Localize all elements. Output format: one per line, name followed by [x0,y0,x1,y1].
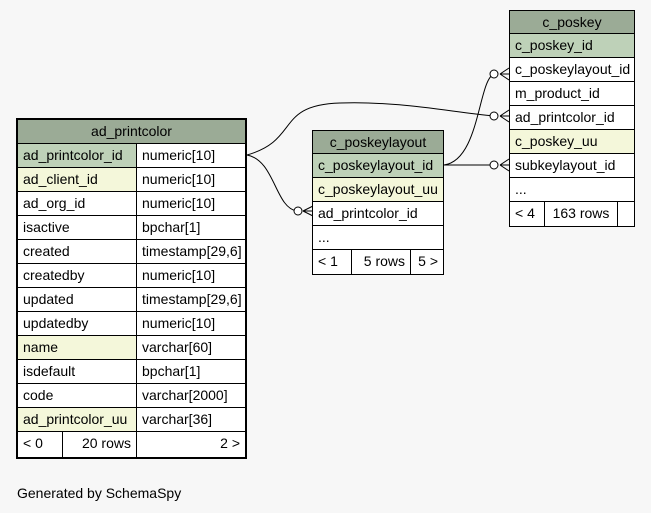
parents-count[interactable]: < 4 [515,205,535,221]
column-type: numeric[10] [136,144,245,167]
column-name: ad_printcolor_id [18,144,136,167]
table-row: ad_printcolor_id numeric[10] [18,144,245,168]
table-row: updated timestamp[29,6] [18,288,245,312]
table-row: isdefault bpchar[1] [18,360,245,384]
table-row: created timestamp[29,6] [18,240,245,264]
table-row: m_product_id [510,82,634,106]
table-title: c_poskeylayout [329,134,427,150]
column-name: c_poskeylayout_uu [318,181,438,197]
table-row: subkeylayout_id [510,154,634,178]
column-type: varchar[60] [136,336,245,359]
column-name: isactive [18,216,136,239]
table-row: ... [313,226,443,250]
table-row: c_poskey_id [510,34,634,58]
table-row: name varchar[60] [18,336,245,360]
table-row: isactive bpchar[1] [18,216,245,240]
column-type: numeric[10] [136,192,245,215]
column-name: ad_client_id [18,168,136,191]
row-count: 5 rows [351,250,410,274]
column-name: ad_printcolor_uu [18,408,136,431]
column-type: numeric[10] [136,264,245,287]
table-footer: < 4 163 rows [510,202,634,226]
column-type: varchar[36] [136,408,245,431]
table-row: c_poskey_uu [510,130,634,154]
children-count[interactable]: 5 > [410,250,443,274]
table-c-poskey[interactable]: c_poskey c_poskey_id c_poskeylayout_id m… [509,10,635,227]
table-row: updatedby numeric[10] [18,312,245,336]
column-name: name [18,336,136,359]
table-row: ad_client_id numeric[10] [18,168,245,192]
column-name: subkeylayout_id [515,157,616,173]
children-count-empty [617,202,634,226]
column-name: updatedby [18,312,136,335]
column-name: ad_org_id [18,192,136,215]
column-name: ... [318,229,330,245]
column-type: varchar[2000] [136,384,245,407]
table-row: code varchar[2000] [18,384,245,408]
column-type: timestamp[29,6] [136,240,245,263]
table-c-poskeylayout[interactable]: c_poskeylayout c_poskeylayout_id c_poske… [312,130,444,275]
column-name: ad_printcolor_id [318,205,418,221]
column-type: bpchar[1] [136,360,245,383]
column-type: numeric[10] [136,312,245,335]
column-name: c_poskey_id [515,37,593,53]
table-header: c_poskeylayout [313,131,443,154]
column-name: ad_printcolor_id [515,109,615,125]
column-type: bpchar[1] [136,216,245,239]
column-name: updated [18,288,136,311]
table-title: ad_printcolor [91,123,172,139]
table-row: ad_printcolor_uu varchar[36] [18,408,245,432]
table-row: c_poskeylayout_id [510,58,634,82]
column-type: timestamp[29,6] [136,288,245,311]
generated-by-note: Generated by SchemaSpy [17,485,182,501]
table-row: ad_org_id numeric[10] [18,192,245,216]
table-header: ad_printcolor [18,120,245,144]
column-name: isdefault [18,360,136,383]
column-name: ... [515,181,527,197]
row-count: 163 rows [544,202,617,226]
table-row: c_poskeylayout_id [313,154,443,178]
table-row: c_poskeylayout_uu [313,178,443,202]
table-footer: < 0 20 rows 2 > [18,432,245,457]
children-count[interactable]: 2 > [136,432,245,457]
parents-count[interactable]: < 1 [318,253,338,269]
table-row: ... [510,178,634,202]
table-row: ad_printcolor_id [510,106,634,130]
column-name: code [18,384,136,407]
table-ad-printcolor[interactable]: ad_printcolor ad_printcolor_id numeric[1… [16,118,247,459]
table-footer: < 1 5 rows 5 > [313,250,443,274]
parents-count[interactable]: < 0 [18,432,62,457]
column-name: c_poskey_uu [515,133,598,149]
rel-poskeylayout-to-poskey-layout [443,73,495,166]
column-name: c_poskeylayout_id [515,61,631,77]
column-name: createdby [18,264,136,287]
rel-printcolor-to-poskey [246,102,495,156]
table-row: ad_printcolor_id [313,202,443,226]
column-name: c_poskeylayout_id [318,157,434,173]
column-type: numeric[10] [136,168,245,191]
table-title: c_poskey [542,14,602,30]
rel-printcolor-to-poskeylayout [246,154,298,212]
table-row: createdby numeric[10] [18,264,245,288]
column-name: created [18,240,136,263]
table-header: c_poskey [510,11,634,34]
column-name: m_product_id [515,85,600,101]
row-count: 20 rows [62,432,136,457]
